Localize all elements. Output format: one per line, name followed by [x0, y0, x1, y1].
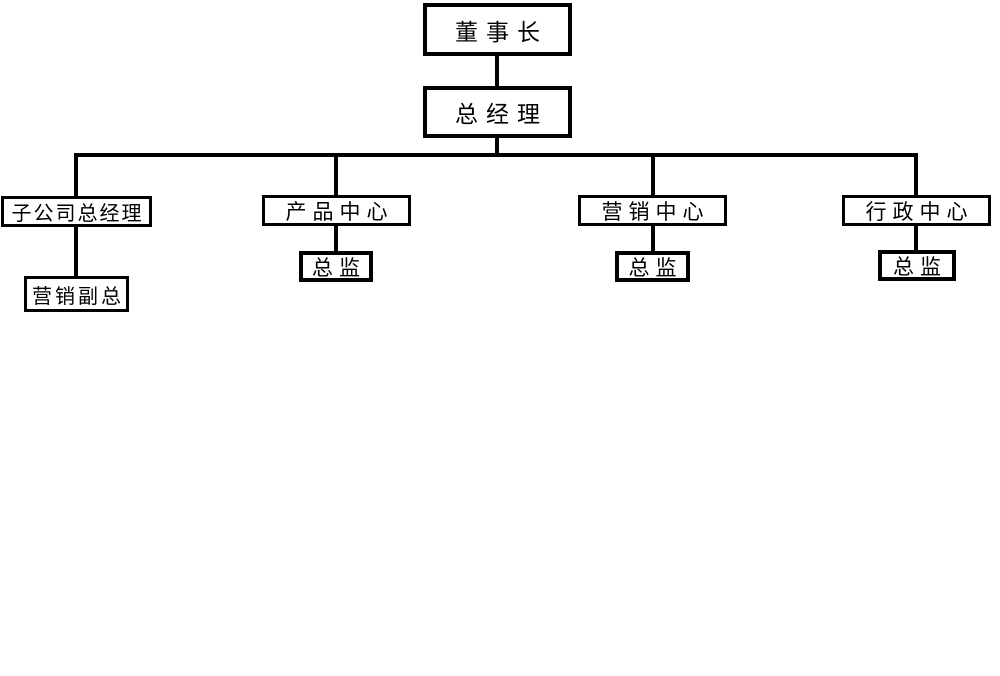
connector-gm-trunk [495, 136, 499, 156]
node-marketing-director[interactable]: 总监 [615, 251, 690, 282]
connector-drop-marketing-center [651, 155, 655, 197]
node-subsidiary-general-manager[interactable]: 子公司总经理 [1, 196, 152, 227]
node-marketing-center-label: 营销中心 [601, 200, 710, 224]
node-product-center[interactable]: 产品中心 [262, 195, 411, 226]
node-admin-center[interactable]: 行政中心 [842, 195, 991, 226]
node-general-manager[interactable]: 总经理 [423, 86, 572, 138]
node-marketing-center[interactable]: 营销中心 [578, 195, 727, 226]
connector-horizontal-bus [74, 153, 918, 157]
connector-drop-subsidiary [74, 155, 78, 198]
node-subsidiary-general-manager-label: 子公司总经理 [11, 203, 144, 225]
node-chairman-label: 董事长 [455, 18, 548, 45]
node-general-manager-label: 总经理 [455, 101, 548, 127]
node-product-director-label: 总监 [312, 256, 366, 280]
node-marketing-vice-president[interactable]: 营销副总 [24, 276, 129, 312]
node-product-center-label: 产品中心 [285, 200, 394, 224]
node-admin-director-label: 总监 [893, 255, 947, 279]
connector-subsidiary-vp [74, 225, 78, 278]
node-marketing-vice-president-label: 营销副总 [32, 285, 124, 308]
connector-chairman-gm [495, 54, 499, 88]
node-admin-center-label: 行政中心 [865, 200, 974, 224]
connector-admin-director [914, 224, 918, 252]
node-marketing-director-label: 总监 [628, 256, 683, 280]
node-product-director[interactable]: 总监 [299, 251, 373, 282]
node-admin-director[interactable]: 总监 [878, 250, 956, 281]
connector-drop-product-center [334, 155, 338, 197]
connector-marketing-director [651, 224, 655, 253]
node-chairman[interactable]: 董事长 [423, 3, 572, 56]
connector-drop-admin-center [914, 155, 918, 197]
connector-product-director [334, 224, 338, 253]
